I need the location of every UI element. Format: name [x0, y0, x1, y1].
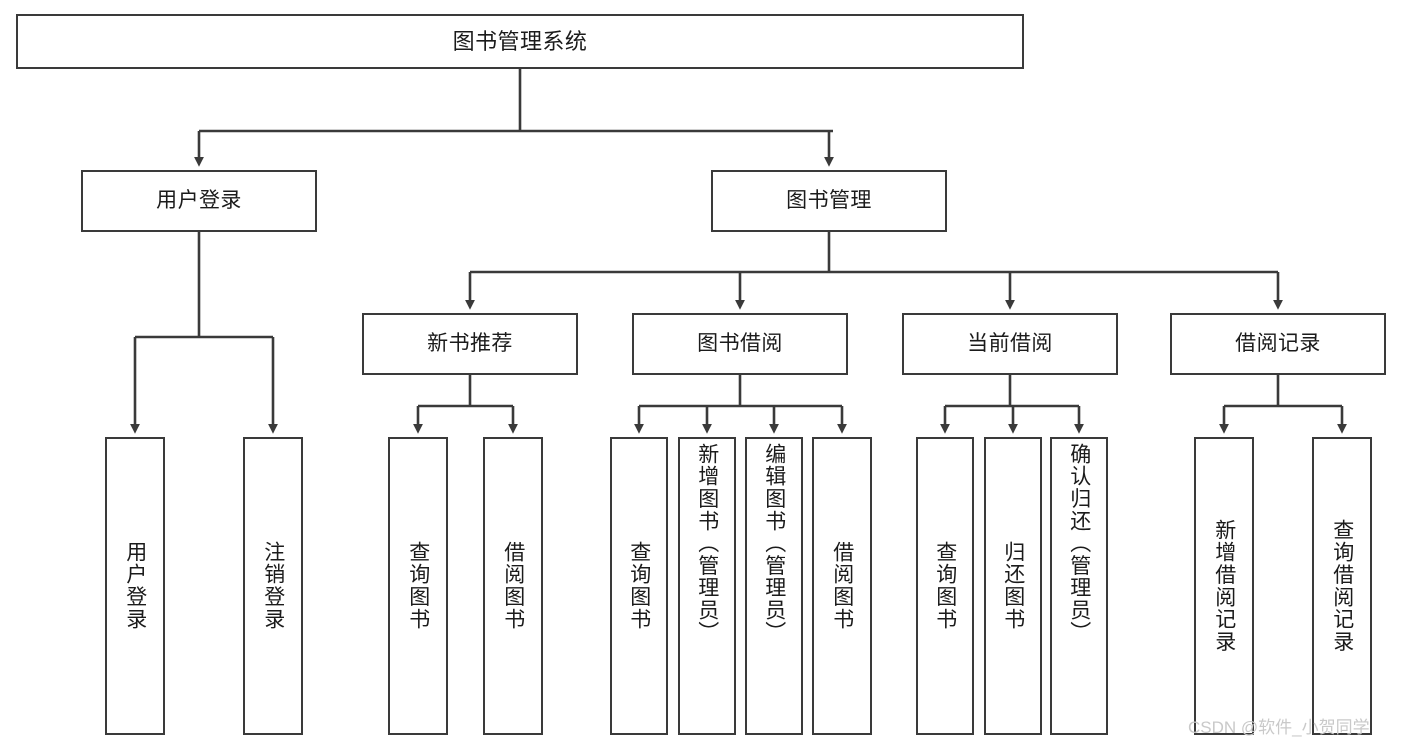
leaf-logout[interactable]: 注销登录	[243, 437, 303, 735]
node-label: 借阅记录	[1235, 331, 1321, 355]
leaf-query-borrow-record[interactable]: 查询借阅记录	[1312, 437, 1372, 735]
node-label: 查询图书	[406, 541, 430, 631]
node-label: 图书管理	[786, 188, 872, 212]
node-label: 查询图书	[627, 541, 651, 631]
node-book-management[interactable]: 图书管理	[711, 170, 947, 232]
node-label: 查询图书	[933, 541, 957, 631]
leaf-user-login[interactable]: 用户登录	[105, 437, 165, 735]
node-current-borrow[interactable]: 当前借阅	[902, 313, 1118, 375]
leaf-return-book[interactable]: 归还图书	[984, 437, 1042, 735]
node-user-login[interactable]: 用户登录	[81, 170, 317, 232]
node-label: 用户登录	[156, 188, 242, 212]
leaf-query-book-borrow[interactable]: 查询图书	[610, 437, 668, 735]
leaf-edit-book-admin[interactable]: 编辑图书（管理员）	[745, 437, 803, 735]
node-label: 确认归还（管理员）	[1067, 443, 1091, 644]
node-label: 借阅图书	[830, 541, 854, 631]
node-label: 借阅图书	[501, 541, 525, 631]
node-new-book-recommend[interactable]: 新书推荐	[362, 313, 578, 375]
leaf-add-book-admin[interactable]: 新增图书（管理员）	[678, 437, 736, 735]
leaf-add-borrow-record[interactable]: 新增借阅记录	[1194, 437, 1254, 735]
leaf-query-book-current[interactable]: 查询图书	[916, 437, 974, 735]
node-label: 图书借阅	[697, 331, 783, 355]
node-borrow-record[interactable]: 借阅记录	[1170, 313, 1386, 375]
node-label: 当前借阅	[967, 331, 1053, 355]
node-label: 用户登录	[123, 541, 147, 631]
node-label: 新增图书（管理员）	[695, 443, 719, 644]
leaf-borrow-book-newbook[interactable]: 借阅图书	[483, 437, 543, 735]
leaf-borrow-book[interactable]: 借阅图书	[812, 437, 872, 735]
node-label: 新增借阅记录	[1212, 519, 1236, 653]
node-label: 查询借阅记录	[1330, 519, 1354, 653]
node-book-borrow[interactable]: 图书借阅	[632, 313, 848, 375]
node-label: 编辑图书（管理员）	[762, 443, 786, 644]
node-label: 注销登录	[261, 541, 285, 631]
node-root-system[interactable]: 图书管理系统	[16, 14, 1024, 69]
node-label: 新书推荐	[427, 331, 513, 355]
node-label: 归还图书	[1001, 541, 1025, 631]
node-label: 图书管理系统	[452, 28, 588, 54]
leaf-confirm-return-admin[interactable]: 确认归还（管理员）	[1050, 437, 1108, 735]
leaf-query-book-newbook[interactable]: 查询图书	[388, 437, 448, 735]
